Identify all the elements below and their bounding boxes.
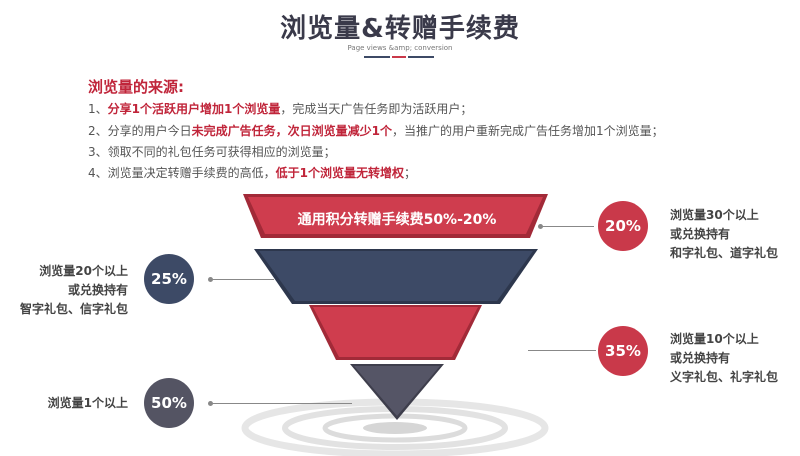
source-text: ，当推广的用户重新完成广告任务增加1个浏览量； — [392, 124, 664, 138]
tier-20-line-2: 或兑换持有 — [670, 227, 731, 241]
funnel-tier-1 — [243, 194, 548, 238]
source-text: ； — [404, 166, 417, 180]
source-line-2: 2、分享的用户今日未完成广告任务，次日浏览量减少1个，当推广的用户重新完成广告任… — [88, 122, 664, 139]
source-line-number: 1、 — [88, 102, 108, 116]
source-line-number: 4、 — [88, 166, 108, 180]
tier-50-line-1: 浏览量1个以上 — [47, 396, 128, 410]
tier-20-line-1: 浏览量30个以上 — [670, 208, 759, 222]
source-text: 领取不同的礼包任务可获得相应的浏览量； — [107, 145, 336, 159]
page-title: 浏览量&转赠手续费 — [280, 14, 520, 44]
percent-circle-25: 25% — [144, 254, 194, 304]
source-highlight-text: 低于1个浏览量无转增权 — [275, 166, 405, 180]
source-line-4: 4、浏览量决定转赠手续费的高低，低于1个浏览量无转增权； — [88, 164, 416, 181]
source-line-number: 3、 — [88, 145, 108, 159]
source-highlight-text: 分享1个活跃用户增加1个浏览量 — [107, 102, 281, 116]
connector-line-20 — [542, 226, 594, 227]
page-subtitle: Page views &amp; conversion — [347, 44, 453, 52]
source-text: 浏览量决定转赠手续费的高低， — [107, 166, 276, 180]
source-line-number: 2、 — [88, 124, 108, 138]
funnel-top-label: 通用积分转赠手续费50%-20% — [297, 212, 497, 228]
tier-35-description: 浏览量10个以上 或兑换持有 义字礼包、礼字礼包 — [670, 330, 778, 387]
tier-25-line-3: 智字礼包、信字礼包 — [20, 302, 129, 316]
connector-line-25 — [212, 279, 274, 280]
connector-dot-50 — [208, 401, 213, 406]
tier-20-description: 浏览量30个以上 或兑换持有 和字礼包、道字礼包 — [670, 206, 778, 263]
source-line-3: 3、领取不同的礼包任务可获得相应的浏览量； — [88, 143, 336, 160]
tier-25-description: 浏览量20个以上 或兑换持有 智字礼包、信字礼包 — [20, 262, 128, 319]
connector-dot-20 — [538, 224, 543, 229]
connector-dot-25 — [208, 277, 213, 282]
percent-circle-20: 20% — [598, 201, 648, 251]
source-text: ，完成当天广告任务即为活跃用户； — [280, 102, 473, 116]
source-line-1: 1、分享1个活跃用户增加1个浏览量，完成当天广告任务即为活跃用户； — [88, 100, 472, 117]
funnel-tier-2 — [254, 249, 538, 304]
tier-35-line-3: 义字礼包、礼字礼包 — [670, 370, 779, 384]
connector-line-35 — [528, 350, 596, 351]
source-text: 分享的用户今日 — [107, 124, 192, 138]
tier-20-line-3: 和字礼包、道字礼包 — [670, 246, 779, 260]
tier-25-line-2: 或兑换持有 — [67, 283, 128, 297]
tier-25-line-1: 浏览量20个以上 — [39, 264, 128, 278]
connector-line-50 — [212, 403, 352, 404]
percent-circle-50: 50% — [144, 378, 194, 428]
tier-50-description: 浏览量1个以上 — [20, 394, 128, 413]
funnel-tier-4 — [350, 364, 444, 420]
source-highlight-text: 未完成广告任务，次日浏览量减少1个 — [191, 124, 393, 138]
title-divider-right — [408, 56, 434, 58]
funnel-tier-3 — [309, 305, 482, 360]
title-divider-center — [392, 56, 406, 58]
percent-circle-35: 35% — [598, 326, 648, 376]
title-divider-left — [364, 56, 390, 58]
sources-heading: 浏览量的来源: — [88, 78, 184, 96]
tier-35-line-2: 或兑换持有 — [670, 351, 731, 365]
tier-35-line-1: 浏览量10个以上 — [670, 332, 759, 346]
